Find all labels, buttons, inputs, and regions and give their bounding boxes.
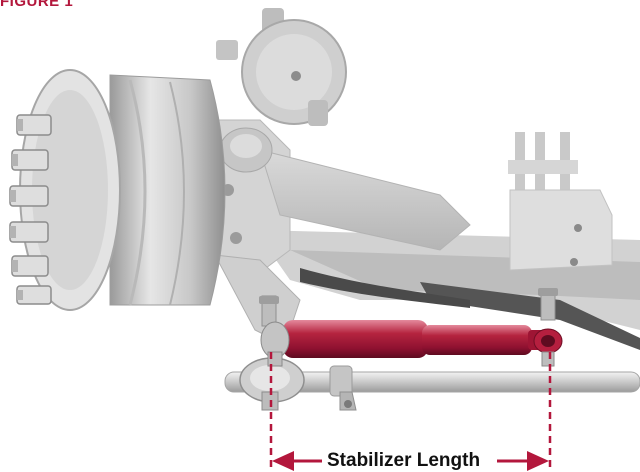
brake-drum — [19, 69, 226, 311]
stabilizer-length-label: Stabilizer Length — [327, 450, 481, 471]
dimension-arrow — [272, 451, 549, 471]
stabilizer-mount-studs — [259, 288, 558, 327]
steering-stabilizer — [260, 320, 563, 367]
figure-label: FIGURE 1 — [0, 0, 74, 10]
spring-bracket — [508, 132, 613, 271]
dimension-extension-lines — [269, 352, 552, 468]
brake-chamber — [216, 8, 347, 126]
tie-rod — [224, 365, 640, 411]
